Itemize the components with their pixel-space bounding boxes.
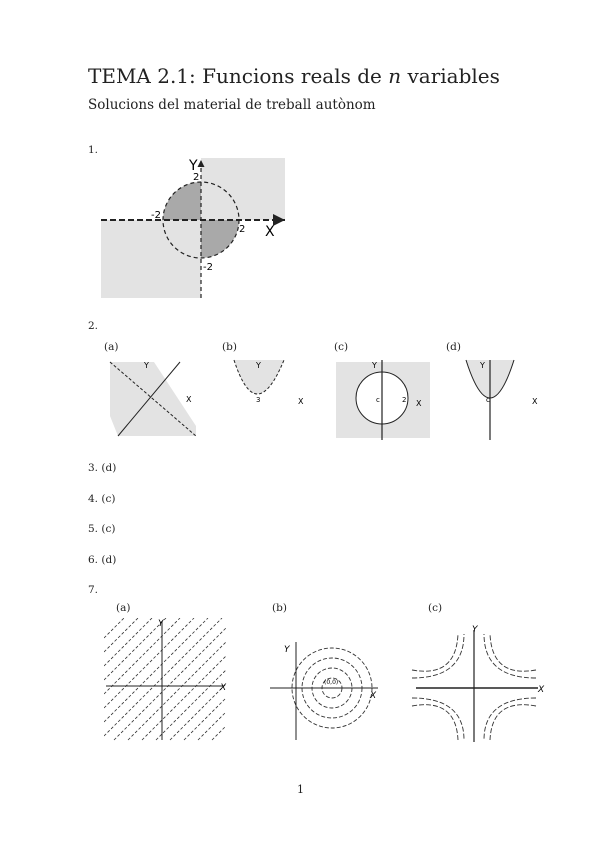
tick-y-neg: -2 <box>203 262 213 273</box>
figure-7b-level-curves: Y X (0,0) <box>270 642 378 740</box>
level-lines <box>104 618 227 741</box>
x-axis-label: X <box>219 683 227 693</box>
tick-x-neg: -2 <box>151 210 161 221</box>
x-axis-label: X <box>369 691 377 701</box>
vertex-label: c <box>486 396 490 404</box>
problem-5-label: 5. <box>88 523 99 535</box>
radius-label: 2 <box>402 396 406 404</box>
center-label: (0,0) <box>324 679 338 686</box>
figure-7c-level-curves: Y X <box>411 625 545 742</box>
x-axis-label: X <box>532 397 538 406</box>
problem-7-part-c: (c) <box>428 602 443 614</box>
problem-6-label: 6. <box>88 554 99 566</box>
y-axis-label: Y <box>284 645 291 655</box>
shaded-region-q3 <box>101 220 201 298</box>
problem-6: 6. (d) <box>88 554 116 566</box>
problem-2-part-a: (a) <box>104 341 119 353</box>
problem-4-answer: (c) <box>101 493 116 505</box>
page-number: 1 <box>297 783 304 796</box>
solid-line <box>117 361 181 437</box>
x-axis-label: X <box>265 224 275 240</box>
title-tail: variables <box>401 64 500 88</box>
x-axis-label: X <box>537 685 545 695</box>
x-axis-label: X <box>186 395 192 404</box>
figure-2c: Y c 2 X <box>336 360 430 440</box>
figure-2a: Y X <box>109 361 197 437</box>
dark-sector-q4 <box>201 220 239 258</box>
y-axis-label: Y <box>188 158 198 174</box>
problem-7-label: 7. <box>88 584 99 596</box>
problem-4: 4. (c) <box>88 493 115 505</box>
problem-2-part-d: (d) <box>446 341 461 353</box>
problem-7-part-a: (a) <box>116 602 131 614</box>
problem-7-part-b: (b) <box>272 602 287 614</box>
problem-6-answer: (d) <box>101 554 117 566</box>
page-subtitle: Solucions del material de treball autòno… <box>88 97 376 113</box>
problem-3: 3. (d) <box>88 462 116 474</box>
figure-1-domain: Y X 2 -2 2 -2 <box>101 158 285 298</box>
title-main: TEMA 2.1: Funcions reals de <box>88 64 389 88</box>
shaded-region-q1 <box>201 158 285 220</box>
figure-7a-level-curves: Y X <box>104 618 227 741</box>
x-axis-label: X <box>416 399 422 408</box>
hyperbola-curves <box>411 633 537 741</box>
y-axis-label: Y <box>479 361 485 370</box>
dashed-line <box>109 361 197 437</box>
problem-3-answer: (d) <box>101 462 117 474</box>
problem-2-part-c: (c) <box>334 341 349 353</box>
center-label: c <box>376 396 380 404</box>
problem-2-part-b: (b) <box>222 341 237 353</box>
dark-sector-q2 <box>163 182 201 220</box>
title-variable: n <box>388 64 402 88</box>
problem-5-answer: (c) <box>101 523 116 535</box>
vertex-label: 3 <box>256 396 260 404</box>
y-axis-label: Y <box>143 361 149 370</box>
figure-2b: Y 3 X <box>233 359 304 406</box>
problem-4-label: 4. <box>88 493 99 505</box>
y-axis-label: Y <box>472 625 479 635</box>
x-axis-label: X <box>298 397 304 406</box>
problem-2-label: 2. <box>88 320 99 332</box>
tick-x-pos: 2 <box>239 224 245 235</box>
page-title: TEMA 2.1: Funcions reals de n variables <box>88 64 500 88</box>
tick-y-pos: 2 <box>193 172 199 183</box>
y-axis-label: Y <box>158 619 165 629</box>
y-axis-label: Y <box>255 361 261 370</box>
figure-2d: Y c X <box>465 359 538 440</box>
problem-1-label: 1. <box>88 144 99 156</box>
problem-5: 5. (c) <box>88 523 115 535</box>
shaded-region <box>234 360 284 394</box>
problem-3-label: 3. <box>88 462 99 474</box>
y-axis-label: Y <box>371 361 377 370</box>
